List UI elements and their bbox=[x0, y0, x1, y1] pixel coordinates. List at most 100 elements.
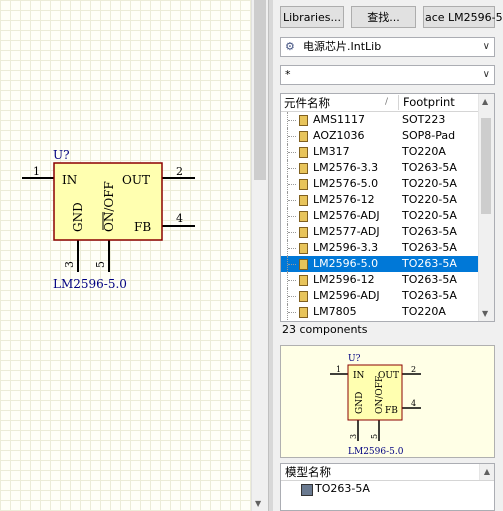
scroll-up-icon[interactable]: ▲ bbox=[482, 97, 489, 106]
component-body bbox=[53, 162, 163, 241]
preview-pin-5-name: ON/OFF bbox=[375, 376, 385, 414]
comment-text: LM2596-5.0 bbox=[53, 277, 127, 291]
canvas-scrollbar[interactable]: ▼ bbox=[251, 0, 269, 511]
preview-body bbox=[347, 364, 403, 421]
component-footprint: TO220-5A bbox=[402, 193, 457, 206]
scroll-up-icon[interactable]: ▲ bbox=[479, 464, 494, 480]
pin-5-number: 5 bbox=[94, 261, 107, 268]
pin-1-name: IN bbox=[62, 173, 77, 187]
sort-indicator: / bbox=[385, 97, 389, 107]
component-row[interactable]: AMS1117 SOT223 bbox=[281, 112, 494, 128]
library-select[interactable]: ⚙ 电源芯片.IntLib ∨ bbox=[280, 37, 495, 57]
component-footprint: TO263-5A bbox=[402, 161, 457, 174]
component-name: LM2596-5.0 bbox=[313, 257, 379, 270]
component-name: LM2576-ADJ bbox=[313, 209, 380, 222]
model-item-label: TO263-5A bbox=[315, 482, 370, 495]
tree-line bbox=[287, 240, 302, 256]
component-name: LM317 bbox=[313, 145, 350, 158]
preview-comment: LM2596-5.0 bbox=[348, 447, 404, 457]
preview-pin-2-number: 2 bbox=[411, 365, 416, 374]
preview-pin-4-number: 4 bbox=[411, 399, 416, 408]
search-button[interactable]: 查找... bbox=[351, 6, 416, 28]
preview-pin-3-name: GND bbox=[355, 392, 365, 414]
component-icon bbox=[299, 195, 308, 206]
preview-pin-4-name: FB bbox=[385, 406, 398, 416]
preview-pin-5-number: 5 bbox=[370, 434, 379, 439]
model-column-header[interactable]: 模型名称 bbox=[285, 465, 331, 479]
filter-input[interactable]: * ∨ bbox=[280, 65, 495, 85]
tree-line bbox=[287, 160, 302, 176]
symbol-preview: U? LM2596-5.0 1 2 4 IN OUT FB GND ON/OFF… bbox=[280, 345, 495, 458]
scroll-down-icon[interactable]: ▼ bbox=[482, 309, 489, 318]
component-name: AMS1117 bbox=[313, 113, 365, 126]
component-icon bbox=[299, 259, 308, 270]
component-footprint: TO263-5A bbox=[402, 225, 457, 238]
component-row[interactable]: LM2596-5.0 TO263-5A bbox=[281, 256, 494, 272]
pin-5-name: ON/OFF bbox=[102, 181, 116, 232]
component-icon bbox=[299, 243, 308, 254]
tree-line bbox=[287, 176, 302, 192]
preview-pin-3-number: 3 bbox=[349, 434, 358, 439]
pin-2-number: 2 bbox=[176, 165, 183, 178]
pin-3-name: GND bbox=[71, 202, 85, 232]
model-item[interactable]: TO263-5A bbox=[281, 481, 494, 497]
tree-line bbox=[287, 112, 302, 128]
preview-designator: U? bbox=[348, 354, 361, 364]
component-name: LM2576-12 bbox=[313, 193, 375, 206]
tree-line bbox=[287, 272, 302, 288]
component-footprint: TO263-5A bbox=[402, 241, 457, 254]
component-row[interactable]: LM2576-ADJ TO220-5A bbox=[281, 208, 494, 224]
tree-line bbox=[287, 256, 302, 272]
component-row[interactable]: LM2576-3.3 TO263-5A bbox=[281, 160, 494, 176]
library-select-value: 电源芯片.IntLib bbox=[303, 40, 382, 53]
component-row[interactable]: LM2576-12 TO220-5A bbox=[281, 192, 494, 208]
component-icon bbox=[299, 211, 308, 222]
schematic-symbol[interactable]: U? LM2596-5.0 1 2 4 3 5 IN OUT FB GND ON… bbox=[0, 0, 251, 511]
component-icon bbox=[299, 275, 308, 286]
component-name: LM2576-3.3 bbox=[313, 161, 379, 174]
component-row[interactable]: LM2596-ADJ TO263-5A bbox=[281, 288, 494, 304]
filter-value: * bbox=[285, 68, 291, 81]
pin-4-number: 4 bbox=[176, 212, 183, 225]
model-list-header: 模型名称 ▲ bbox=[281, 464, 494, 481]
footprint-icon bbox=[301, 484, 313, 496]
place-button[interactable]: ace LM2596-5 bbox=[423, 6, 503, 28]
list-scrollbar[interactable]: ▲ ▼ bbox=[478, 94, 494, 321]
component-footprint: TO263-5A bbox=[402, 257, 457, 270]
component-icon bbox=[299, 179, 308, 190]
libraries-button[interactable]: Libraries... bbox=[280, 6, 344, 28]
component-name: AOZ1036 bbox=[313, 129, 365, 142]
model-list[interactable]: 模型名称 ▲ TO263-5A bbox=[280, 463, 495, 511]
component-footprint: TO263-5A bbox=[402, 273, 457, 286]
component-name: LM2596-ADJ bbox=[313, 289, 380, 302]
schematic-canvas[interactable]: U? LM2596-5.0 1 2 4 3 5 IN OUT FB GND ON… bbox=[0, 0, 251, 511]
panel-splitter[interactable] bbox=[268, 0, 273, 511]
component-footprint: TO220-5A bbox=[402, 177, 457, 190]
tree-line bbox=[287, 224, 302, 240]
chevron-down-icon: ∨ bbox=[482, 41, 490, 52]
component-footprint: TO220-5A bbox=[402, 209, 457, 222]
library-icon: ⚙ bbox=[285, 40, 295, 53]
component-icon bbox=[299, 131, 308, 142]
column-footprint-header[interactable]: Footprint bbox=[398, 95, 455, 110]
tree-line bbox=[287, 128, 302, 144]
component-footprint: SOT223 bbox=[402, 113, 446, 126]
component-list-header: 元件名称 / Footprint bbox=[281, 94, 494, 112]
pin-3-number: 3 bbox=[63, 261, 76, 268]
column-name-header[interactable]: 元件名称 bbox=[284, 96, 330, 110]
scroll-down-icon[interactable]: ▼ bbox=[255, 499, 262, 508]
component-footprint: TO263-5A bbox=[402, 289, 457, 302]
list-scrollbar-thumb[interactable] bbox=[481, 118, 491, 214]
preview-pin-2-name: OUT bbox=[378, 371, 399, 381]
libraries-panel: Libraries... 查找... ace LM2596-5 ⚙ 电源芯片.I… bbox=[273, 0, 503, 511]
canvas-scrollbar-thumb[interactable] bbox=[254, 0, 266, 180]
component-icon bbox=[299, 115, 308, 126]
